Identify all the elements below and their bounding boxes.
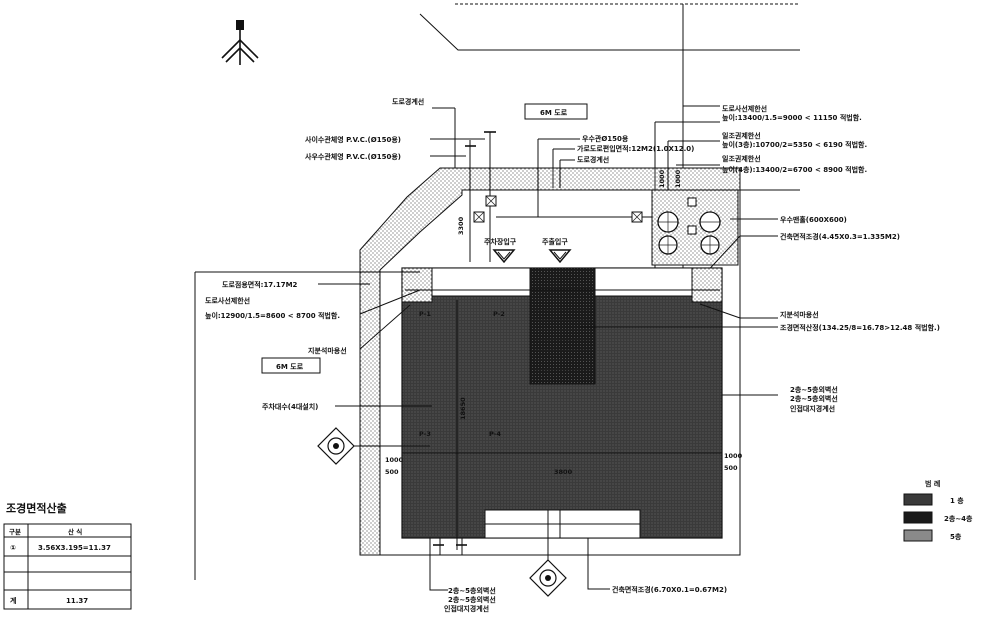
landscape-calc-label: 조경면적산정(134.25/8=16.78>12.48 적법함.) (780, 323, 940, 332)
legend-label-1: 1 층 (950, 496, 964, 505)
rain-basin-label: 우수맨홀(600X600) (780, 215, 847, 224)
table-total-kind: 계 (10, 596, 16, 605)
bottom-landscape-label: 건축면적조경(6.70X0.1=0.67M2) (612, 585, 727, 594)
sewer-pipes: 사이수관체영 P.V.C.(Ø150용) 사우수관체영 P.V.C.(Ø150용… (305, 131, 655, 262)
floor-outline-bottom-2: 2층~5층외벽선 (448, 595, 496, 604)
bottom-callouts: 2층~5층외벽선 2층~5층외벽선 인접대지경계선 건축면적조경(6.70X0.… (429, 538, 727, 613)
building-footprint: P-1 P-2 P-3 P-4 3800 18650 (401, 267, 723, 550)
table-total-value: 11.37 (66, 597, 88, 605)
dim-vertical-left: 3300 (457, 216, 465, 235)
dim-right-1: 1000 (724, 452, 743, 460)
left-callouts: 도로점용면적:17.17M2 도로사선제한선 높이:12900/1.5=8600… (194, 271, 432, 580)
table-row-1-formula: 3.56X3.195=11.37 (38, 544, 111, 552)
right-callouts: 지분석마용선 조경면적산정(134.25/8=16.78>12.48 적법함.)… (580, 303, 940, 413)
setback-zone (359, 167, 741, 556)
dim-top-1: 1000 (658, 169, 666, 188)
legend-title: 범 례 (925, 479, 940, 488)
landscape-area-label: 건축면적조경(4.45X0.3=1.335M2) (780, 232, 900, 241)
legend-swatch-2 (903, 511, 933, 524)
site-boundary-left-label: 지분석마용선 (308, 346, 347, 355)
site-boundary-right-label: 지분석마용선 (780, 310, 819, 319)
road-right-label: 6M 도로 (540, 109, 568, 117)
road-area-label: 가로도로편입면적:12M2(1.0X12.0) (577, 144, 694, 153)
sewer-pipe-1-label: 사이수관체영 P.V.C.(Ø150용) (305, 135, 401, 144)
marker-left-icon (317, 427, 430, 465)
parking-p2: P-2 (493, 310, 505, 318)
sun-limit-2-calc: 높이(4층):13400/2=6700 < 8900 적법함. (722, 165, 867, 174)
parking-p4: P-4 (489, 430, 501, 438)
parking-p3: P-3 (419, 430, 431, 438)
entrances: 주차장입구 주출입구 (484, 237, 572, 264)
north-arrow-icon (221, 20, 259, 65)
sun-limit-2-label: 일조권제한선 (722, 154, 761, 163)
legend-label-3: 5층 (950, 532, 962, 541)
road-boundary-label: 도로경계선 (392, 97, 424, 106)
top-callouts: 우수관Ø150용 가로도로편입면적:12M2(1.0X12.0) 도로경계선 도… (537, 104, 867, 275)
dim-center: 3800 (554, 468, 573, 476)
table-header-formula: 산 식 (68, 527, 82, 536)
calc-table-title: 조경면적산출 (6, 501, 67, 515)
sun-limit-1-calc: 높이(3층):10700/2=5350 < 6190 적법함. (722, 140, 867, 149)
bottom-lines (433, 510, 549, 565)
left-setback-label: 도로사선제한선 (205, 296, 250, 305)
manhole-group: 우수맨홀(600X600) 건축면적조경(4.45X0.3=1.335M2) (651, 189, 900, 291)
legend: 범 례 1 층 2층~4층 5층 (903, 479, 973, 542)
road-setback-label: 도로사선제한선 (722, 104, 767, 113)
floor-outline-bottom-1: 2층~5층외벽선 (448, 586, 496, 595)
left-setback-calc: 높이:12900/1.5=8600 < 8700 적법함. (205, 311, 340, 320)
dim-left-1: 1000 (385, 456, 404, 464)
entrance-1-label: 주차장입구 (484, 237, 517, 246)
dim-top-2: 1000 (674, 169, 682, 188)
dim-right-2: 500 (724, 464, 738, 472)
sewer-pipe-2-label: 사우수관체영 P.V.C.(Ø150용) (305, 152, 401, 161)
marker-bottom-icon (529, 559, 567, 597)
calc-table: 조경면적산출 구분 산 식 ① 3.56X3.195=11.37 계 11.37 (3, 501, 132, 610)
road-incl-area-label: 도로점용면적:17.17M2 (222, 280, 298, 289)
parking-p1: P-1 (419, 310, 431, 318)
road-setback-calc: 높이:13400/1.5=9000 < 11150 적법함. (722, 113, 862, 122)
floor-outline-right-3: 인접대지경계선 (790, 404, 835, 413)
floor-outline-right-1: 2층~5층외벽선 (790, 385, 838, 394)
parking-label: 주차대수(4대설치) (262, 402, 318, 411)
floor-outline-bottom-3: 인접대지경계선 (444, 604, 489, 613)
dim-vertical-center: 18650 (459, 397, 467, 420)
legend-label-2: 2층~4층 (944, 514, 973, 523)
dim-left-2: 500 (385, 468, 399, 476)
legend-swatch-1 (903, 493, 933, 506)
road-boundary-line-label: 도로경계선 (577, 155, 609, 164)
table-header-kind: 구분 (9, 527, 21, 536)
rain-pipe-label: 우수관Ø150용 (582, 134, 629, 143)
table-row-1-kind: ① (10, 544, 16, 552)
sun-limit-1-label: 일조권제한선 (722, 131, 761, 140)
entrance-2-label: 주출입구 (542, 237, 568, 246)
floor-outline-right-2: 2층~5층외벽선 (790, 394, 838, 403)
road-left-label: 6M 도로 (276, 363, 304, 371)
legend-swatch-3 (903, 529, 933, 542)
